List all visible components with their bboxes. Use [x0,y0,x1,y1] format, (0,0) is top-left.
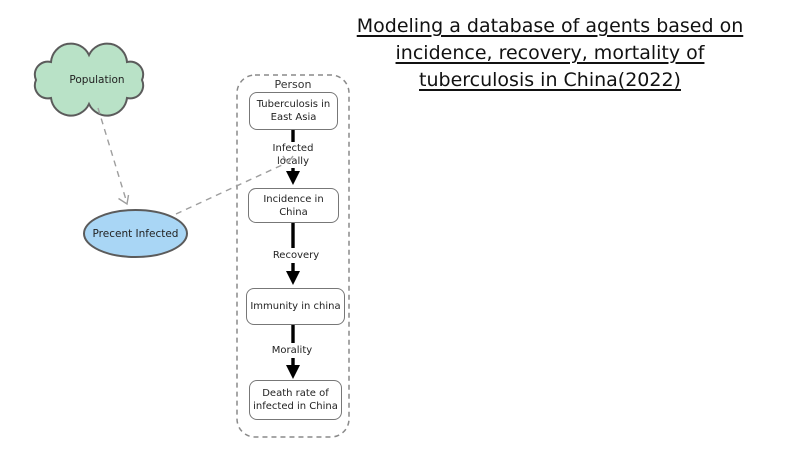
precent-infected-ellipse [83,209,188,258]
edge-label-line: Morality [271,345,313,356]
arrow-infected-locally-head-icon [286,171,300,185]
box-line: Death rate of [262,388,329,399]
precent-infected-label: Precent Infected [92,227,179,240]
box-line: Immunity in china [250,301,341,312]
arrow-morality-head-icon [286,365,300,379]
arrow-recovery-head-icon [286,271,300,285]
title-line-2: incidence, recovery, mortality of [395,42,705,64]
edge-label-line: Infected [272,143,314,154]
population-label: Population [69,74,125,86]
person-group-label: Person [274,78,312,91]
box-line: infected in China [253,401,338,412]
edge-label-infected-locally: Infected locally [266,142,320,168]
title-line-1: Modeling a database of agents based on [356,15,744,37]
box-line: Incidence in [263,193,324,205]
connector-population-to-infected [97,107,128,204]
population-cloud-shape [33,42,145,117]
diagram-title: Modeling a database of agents based on i… [338,13,762,94]
box-tuberculosis-east-asia: Tuberculosis in East Asia [249,92,338,130]
box-line: East Asia [270,112,317,123]
box-death-rate-china: Death rate of infected in China [249,380,342,420]
edge-label-morality: Morality [267,343,317,358]
edge-label-line: Recovery [272,250,320,261]
title-line-3: tuberculosis in China(2022) [419,69,681,91]
box-line: Tuberculosis in [256,99,331,110]
box-line: China [279,206,308,218]
person-group-border [236,74,350,438]
connector-population-arrowhead-icon [118,194,130,206]
box-immunity-china: Immunity in china [246,288,345,325]
box-incidence-china: Incidence in China [248,188,339,223]
edge-label-recovery: Recovery [269,248,323,263]
edge-label-line: locally [277,156,309,167]
